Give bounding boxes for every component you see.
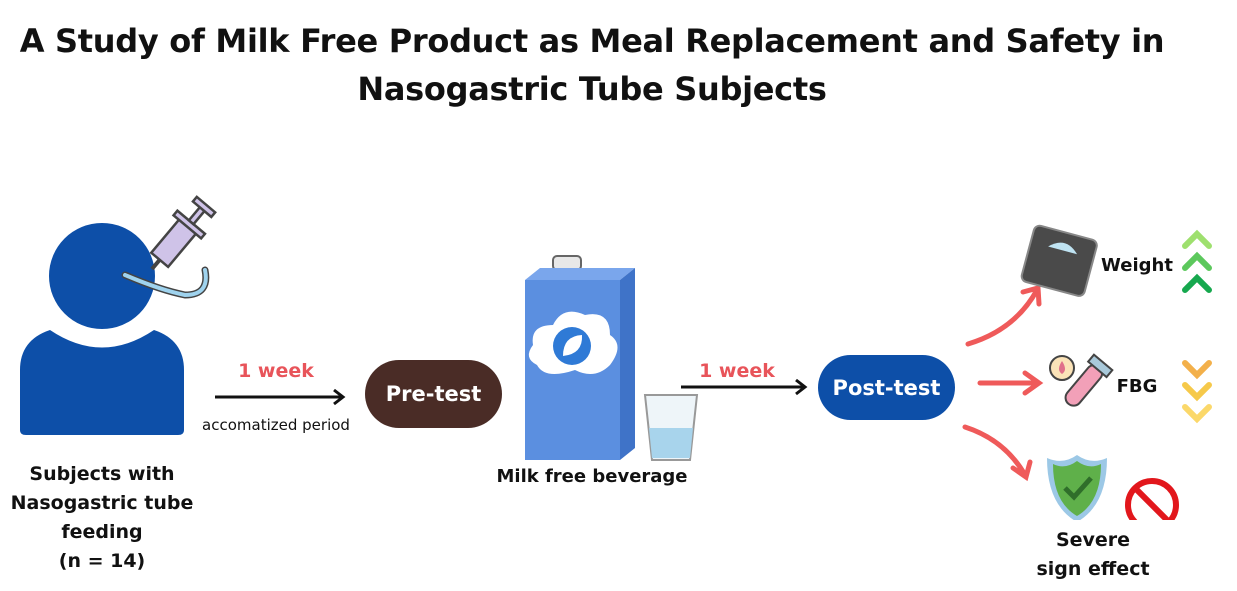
arrow-right-icon bbox=[215, 388, 346, 406]
title-line-2: Nasogastric Tube Subjects bbox=[357, 70, 827, 108]
prohibited-icon bbox=[1125, 478, 1179, 520]
subjects-line-4: (n = 14) bbox=[58, 550, 146, 572]
safety-line-1: Severe bbox=[1055, 529, 1131, 551]
scale-icon bbox=[1020, 224, 1098, 297]
shield-check-icon bbox=[1047, 455, 1107, 520]
safety-line-2: sign effect bbox=[1036, 558, 1150, 580]
subjects-line-1: Subjects with bbox=[29, 463, 175, 485]
arrow-right-icon bbox=[681, 378, 808, 396]
person-with-ng-tube-icon bbox=[20, 195, 217, 435]
subjects-label: Subjects with Nasogastric tube feeding (… bbox=[11, 460, 194, 576]
title-line-1: A Study of Milk Free Product as Meal Rep… bbox=[19, 22, 1165, 60]
chevron-down-icons bbox=[1182, 360, 1212, 424]
weight-label: Weight bbox=[1101, 255, 1173, 276]
arrow1-caption: accomatized period bbox=[202, 416, 350, 434]
chevron-up-icons bbox=[1182, 229, 1212, 293]
fbg-label: FBG bbox=[1116, 376, 1158, 397]
beverage-label: Milk free beverage bbox=[496, 466, 688, 487]
arrow1-duration: 1 week bbox=[238, 360, 314, 382]
milk-carton-icon bbox=[525, 255, 699, 461]
posttest-pill: Post-test bbox=[818, 355, 955, 420]
pretest-pill: Pre-test bbox=[365, 360, 502, 428]
outcome-arrows-and-icons bbox=[962, 224, 1212, 520]
safety-label: Severe sign effect bbox=[1036, 526, 1149, 584]
blood-test-tube-icon bbox=[1049, 353, 1114, 407]
arrow2-duration: 1 week bbox=[699, 360, 775, 382]
subjects-line-2: Nasogastric tube bbox=[10, 492, 194, 514]
subjects-line-3: feeding bbox=[61, 521, 143, 543]
